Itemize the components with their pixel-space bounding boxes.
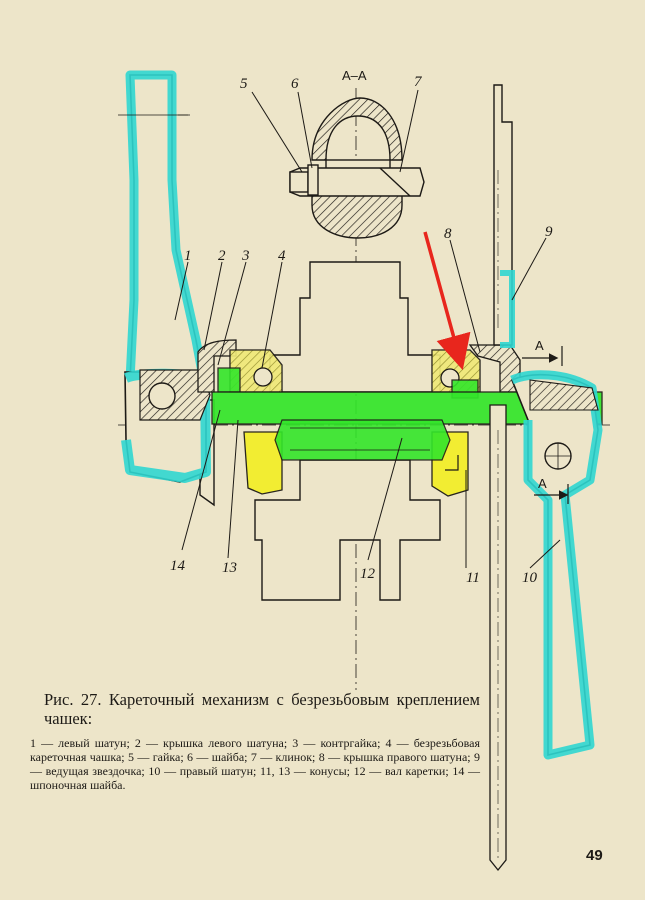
section-a-a xyxy=(289,97,425,239)
part-label-9: 9 xyxy=(545,224,553,240)
section-arrow-label-bottom: A xyxy=(538,476,547,491)
part-number-labels: 5 6 7 1 2 3 4 8 9 14 13 12 11 10 xyxy=(170,74,553,586)
part-label-5: 5 xyxy=(240,76,248,92)
part-label-3: 3 xyxy=(241,248,250,264)
left-crank xyxy=(118,70,211,483)
chainring xyxy=(489,84,515,872)
part-label-6: 6 xyxy=(291,76,299,92)
part-label-12: 12 xyxy=(360,566,376,582)
bottom-bracket-shell xyxy=(199,261,441,601)
leader-lines xyxy=(174,89,561,569)
section-title: A–A xyxy=(342,68,367,83)
section-arrows xyxy=(522,346,569,504)
part-label-4: 4 xyxy=(278,248,286,264)
part-label-8: 8 xyxy=(444,226,452,242)
caption-title: Рис. 27. Кареточный механизм с безрезьбо… xyxy=(44,690,480,728)
left-cup-assembly xyxy=(197,339,283,495)
part-label-13: 13 xyxy=(222,560,237,576)
figure-caption: Рис. 27. Кареточный механизм с безрезьбо… xyxy=(30,690,480,792)
part-label-11: 11 xyxy=(466,570,480,586)
page-number: 49 xyxy=(586,847,603,864)
caption-legend: 1 — левый шатун; 2 — крышка левого шатун… xyxy=(30,736,480,792)
red-highlight-arrow xyxy=(423,231,471,371)
part-label-7: 7 xyxy=(414,74,423,90)
part-label-14: 14 xyxy=(170,558,186,574)
section-arrow-label-top: A xyxy=(535,338,544,353)
part-label-10: 10 xyxy=(522,570,538,586)
part-label-1: 1 xyxy=(184,248,192,264)
part-label-2: 2 xyxy=(218,248,226,264)
right-crank xyxy=(510,370,603,760)
